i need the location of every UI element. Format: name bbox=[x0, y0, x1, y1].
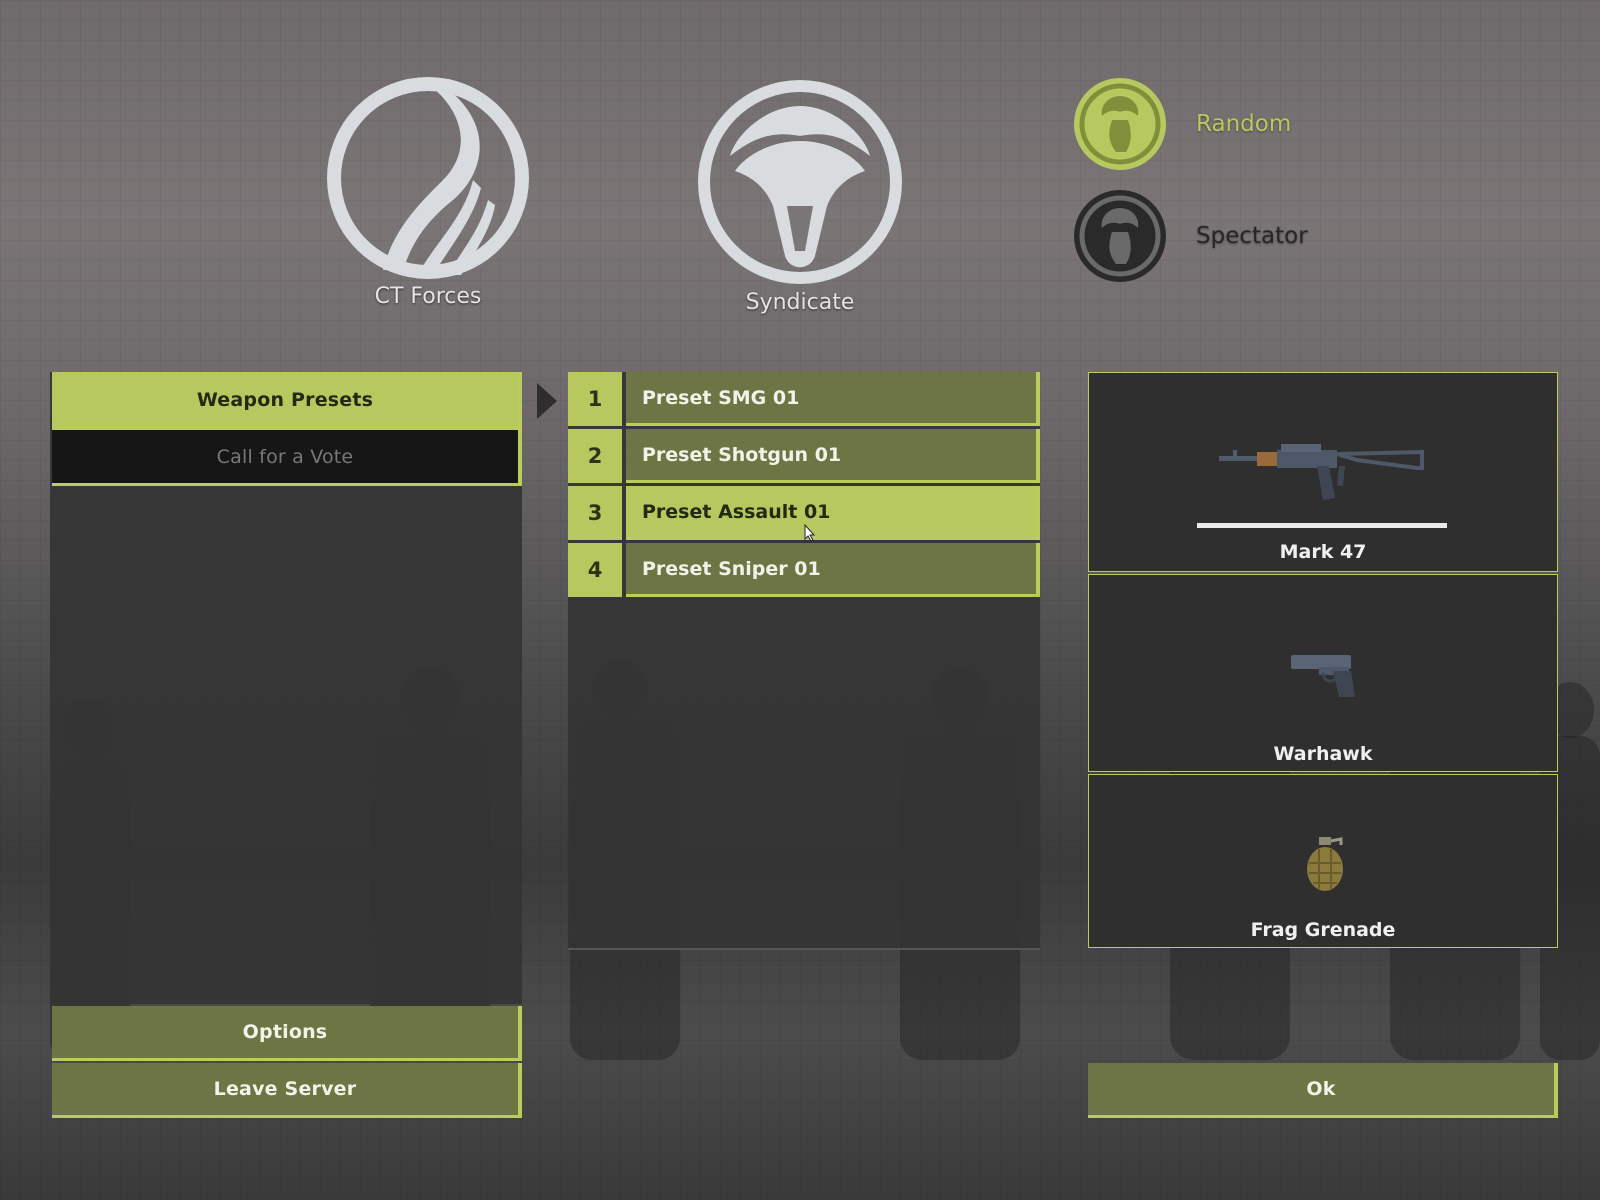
options-button[interactable]: Options bbox=[52, 1006, 522, 1061]
preset-label[interactable]: Preset Assault 01 bbox=[626, 486, 1040, 540]
random-team-icon bbox=[1074, 78, 1166, 170]
preset-label[interactable]: Preset Shotgun 01 bbox=[626, 429, 1040, 483]
assault-rifle-icon bbox=[1219, 444, 1424, 500]
preset-number: 2 bbox=[568, 429, 622, 483]
ct-forces-emblem-icon bbox=[327, 77, 529, 279]
secondary-weapon-name: Warhawk bbox=[1273, 743, 1373, 765]
ok-button[interactable]: Ok bbox=[1088, 1063, 1558, 1118]
secondary-weapon-slot[interactable]: Warhawk bbox=[1088, 574, 1558, 772]
team-ct-forces-label: CT Forces bbox=[374, 284, 482, 309]
primary-weapon-stat-bar bbox=[1197, 523, 1447, 528]
spectator-team-icon bbox=[1074, 190, 1166, 282]
team-syndicate-label: Syndicate bbox=[745, 290, 855, 315]
weapon-presets-button[interactable]: Weapon Presets bbox=[52, 372, 522, 430]
primary-weapon-name: Mark 47 bbox=[1279, 541, 1367, 563]
call-for-vote-button[interactable]: Call for a Vote bbox=[52, 430, 522, 486]
team-random[interactable]: Random bbox=[1072, 76, 1291, 172]
team-random-label: Random bbox=[1196, 111, 1292, 137]
grenade-name: Frag Grenade bbox=[1250, 919, 1396, 941]
syndicate-emblem-icon bbox=[698, 80, 902, 284]
selection-arrow-icon bbox=[537, 383, 557, 419]
team-spectator[interactable]: Spectator bbox=[1072, 188, 1308, 284]
leave-server-button[interactable]: Leave Server bbox=[52, 1063, 522, 1118]
preset-number: 4 bbox=[568, 543, 622, 597]
preset-label[interactable]: Preset Sniper 01 bbox=[626, 543, 1040, 597]
pistol-icon bbox=[1291, 655, 1355, 697]
frag-grenade-icon bbox=[1307, 837, 1343, 891]
preset-number: 1 bbox=[568, 372, 622, 426]
preset-number: 3 bbox=[568, 486, 622, 540]
preset-label[interactable]: Preset SMG 01 bbox=[626, 372, 1040, 426]
team-spectator-label: Spectator bbox=[1196, 223, 1308, 249]
primary-weapon-slot[interactable]: Mark 47 bbox=[1088, 372, 1558, 572]
grenade-slot[interactable]: Frag Grenade bbox=[1088, 774, 1558, 948]
team-syndicate[interactable]: Syndicate bbox=[690, 76, 910, 315]
team-ct-forces[interactable]: CT Forces bbox=[318, 70, 538, 309]
mouse-cursor-icon bbox=[804, 524, 816, 542]
